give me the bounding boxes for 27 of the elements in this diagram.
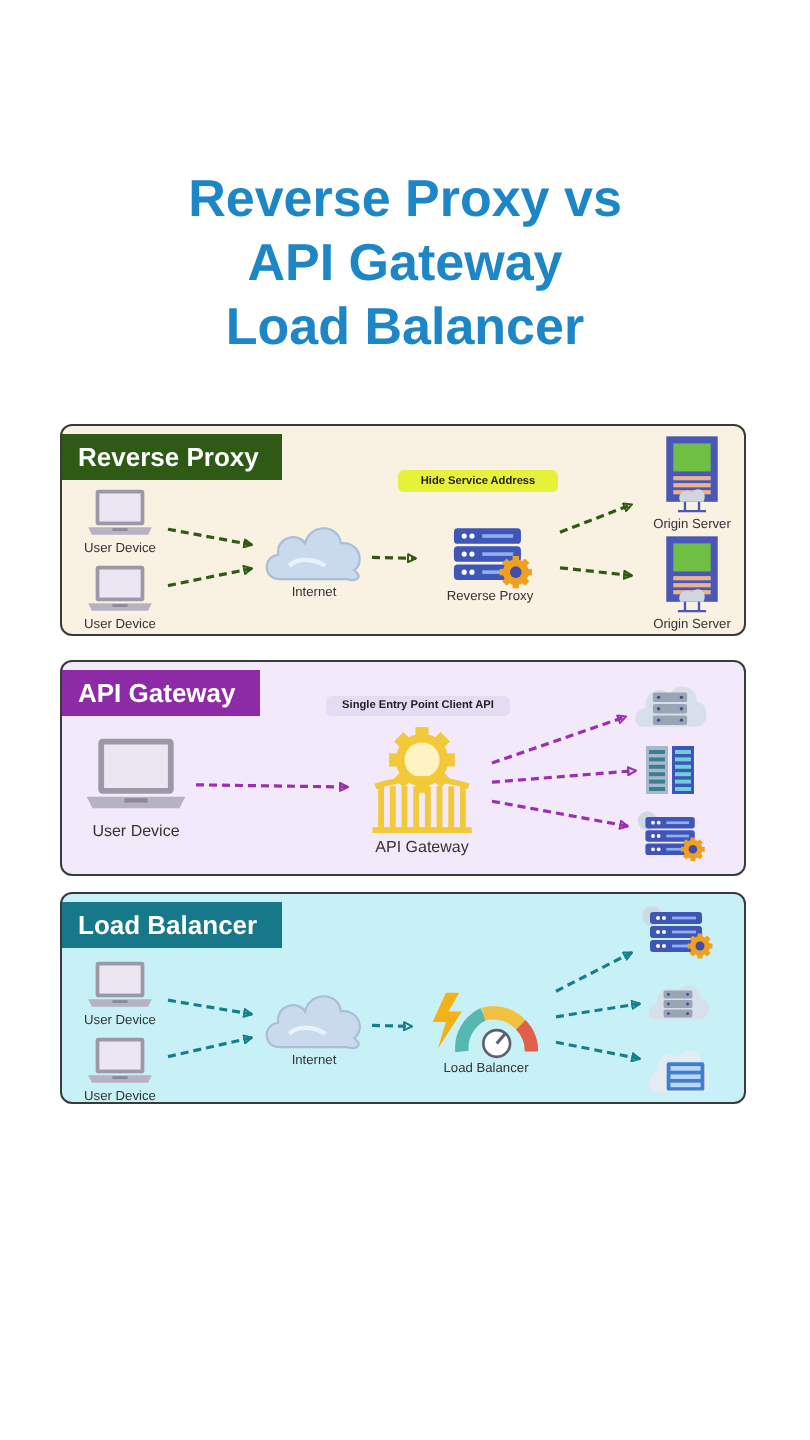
section-panel xyxy=(60,892,746,1104)
diagram-title: Reverse Proxy vs API Gateway Load Balancer xyxy=(186,168,624,360)
dashed-arrow xyxy=(371,1021,413,1032)
dashed-arrow xyxy=(167,1034,253,1059)
node-label: User Device xyxy=(92,822,180,842)
dashed-arrow xyxy=(491,766,637,784)
dashed-arrow xyxy=(491,799,629,830)
dashed-arrow xyxy=(555,1040,641,1063)
section-panel xyxy=(60,424,746,636)
dashed-arrow xyxy=(555,999,641,1019)
server-rack-icon xyxy=(642,742,698,798)
server-gear-icon xyxy=(638,902,718,962)
dashed-arrow xyxy=(491,714,627,765)
section-heading-tab: API Gateway xyxy=(62,670,260,716)
section-panel xyxy=(60,660,746,876)
server-gear-icon xyxy=(634,808,710,864)
section-heading-tab: Load Balancer xyxy=(62,902,282,948)
dashed-arrow xyxy=(559,502,633,534)
dashed-arrow xyxy=(371,553,417,564)
dashed-arrow xyxy=(555,950,633,993)
dashed-arrow xyxy=(559,566,633,580)
dashed-arrow xyxy=(195,781,349,792)
section-heading-tab: Reverse Proxy xyxy=(62,434,283,480)
dashed-arrow xyxy=(167,998,253,1018)
dashed-arrow xyxy=(167,527,253,549)
node-label: API Gateway xyxy=(375,838,469,858)
dashed-arrow xyxy=(167,565,253,588)
